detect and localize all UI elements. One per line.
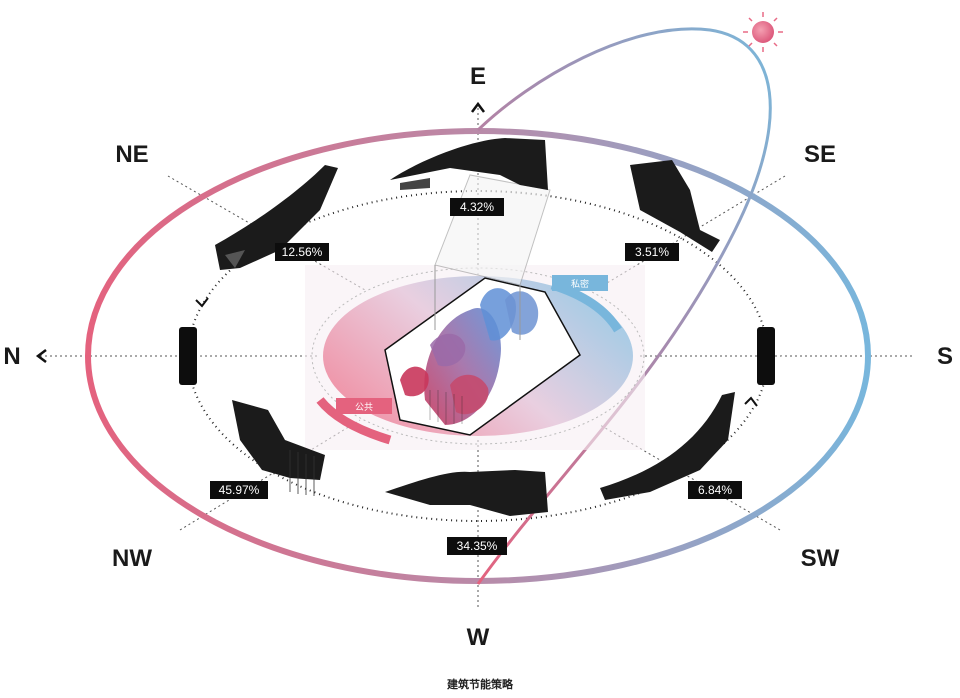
sun-orbit-ellipse <box>85 128 871 584</box>
direction-east: E <box>470 63 486 90</box>
east-arrow-icon <box>471 101 485 113</box>
facade-section-southwest <box>600 392 735 500</box>
percent-value-southeast: 3.51% <box>635 245 669 259</box>
ring-arrow-right-icon <box>744 396 758 407</box>
figure-caption: 建筑节能策略 <box>447 678 513 691</box>
private-zone-label: 私密 <box>571 278 589 290</box>
right-side-tag: 遮挡 <box>757 327 788 385</box>
building-model <box>384 277 581 436</box>
percent-value-northwest: 45.97% <box>219 483 260 497</box>
direction-northeast: NE <box>115 141 148 168</box>
facade-section-northwest <box>232 400 325 496</box>
percent-label-west: 34.35% <box>447 537 507 555</box>
direction-west: W <box>467 624 490 651</box>
direction-southeast: SE <box>804 141 836 168</box>
north-arrow-icon <box>35 349 47 363</box>
facade-section-east <box>390 138 548 190</box>
sun-icon <box>743 12 783 52</box>
facade-section-northeast <box>215 165 338 270</box>
percent-label-southwest: 6.84% <box>688 481 742 499</box>
direction-south: S <box>937 343 953 370</box>
left-side-tag-label: 通透 <box>198 347 209 365</box>
direction-southwest: SW <box>801 545 840 572</box>
percent-label-southeast: 3.51% <box>625 243 679 261</box>
public-zone-label: 公共 <box>355 402 373 413</box>
percent-value-east: 4.32% <box>460 200 494 214</box>
percent-label-northeast: 12.56% <box>275 243 329 261</box>
public-zone-arc <box>316 397 392 445</box>
facade-section-west <box>385 470 548 516</box>
direction-northwest: NW <box>112 545 152 572</box>
ring-arrow-left-icon <box>195 297 209 308</box>
percent-label-east: 4.32% <box>450 198 504 216</box>
left-side-tag: 通透 <box>179 327 209 385</box>
direction-north: N <box>3 343 20 370</box>
right-side-tag-label: 遮挡 <box>776 347 788 365</box>
center-disc-outline <box>311 267 645 445</box>
private-zone-tag <box>552 275 608 291</box>
percent-value-southwest: 6.84% <box>698 483 732 497</box>
facade-section-southeast <box>630 160 720 252</box>
public-zone-tag <box>336 398 392 414</box>
percent-value-northeast: 12.56% <box>282 245 323 259</box>
percent-value-west: 34.35% <box>457 539 498 553</box>
percent-label-northwest: 45.97% <box>210 481 268 499</box>
